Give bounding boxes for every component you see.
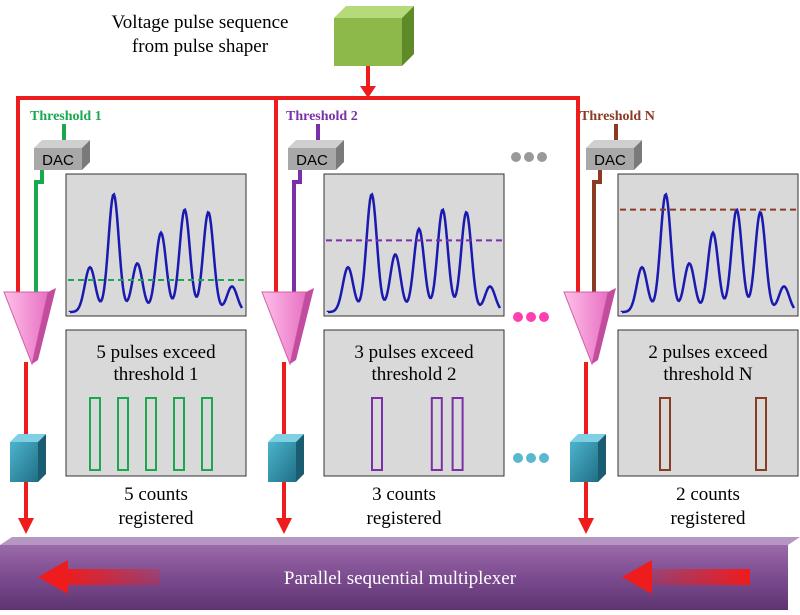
pulse-waveform (620, 192, 796, 314)
threshold-label: Threshold 1 (30, 109, 102, 124)
counts-line-2: registered (671, 508, 746, 529)
count-bar (173, 397, 185, 471)
counter-cube (570, 442, 598, 482)
counter-side (38, 434, 46, 482)
result-line-2: threshold 2 (372, 364, 457, 385)
source-label-line2: from pulse shaper (132, 36, 269, 57)
dac-label: DAC (42, 152, 74, 169)
counts-line-1: 5 counts (124, 484, 188, 505)
dac-box: DAC (34, 140, 90, 170)
pulse-waveform (68, 192, 244, 314)
dac-label: DAC (296, 152, 328, 169)
counts-line-2: registered (367, 508, 442, 529)
dac-box: DAC (288, 140, 344, 170)
mux-arrowhead (18, 518, 34, 534)
counter-top (570, 434, 606, 442)
count-bar (371, 397, 383, 471)
dac-output-wire (292, 170, 302, 292)
count-bar (451, 397, 464, 471)
mux-arrowhead (578, 518, 594, 534)
dac-label: DAC (594, 152, 626, 169)
counts-line-1: 2 counts (676, 484, 740, 505)
count-bar (145, 397, 157, 471)
count-bar (117, 397, 129, 471)
count-bar (201, 397, 213, 471)
dac-output-wire (34, 170, 44, 292)
counter-top (268, 434, 304, 442)
pulse-shaper-box (334, 6, 414, 66)
result-line-1: 3 pulses exceed (354, 342, 474, 363)
counter-cube (268, 442, 296, 482)
threshold-label: Threshold 2 (286, 109, 358, 124)
multiplexer-left-arrow (38, 560, 160, 594)
source-label-line1: Voltage pulse sequence (112, 12, 289, 33)
result-line-2: threshold N (663, 364, 752, 385)
comparator-side (290, 288, 314, 364)
count-bar (89, 397, 101, 471)
counter-cube (10, 442, 38, 482)
result-line-2: threshold 1 (114, 364, 199, 385)
comparator-side (592, 288, 616, 364)
threshold-label: Threshold N (580, 109, 655, 124)
bus-arrowhead (360, 86, 376, 98)
counter-side (296, 434, 304, 482)
dac-output-wire (592, 170, 602, 292)
counts-line-2: registered (119, 508, 194, 529)
multiplexer-right-arrow (622, 560, 750, 594)
comparator-side (32, 288, 56, 364)
count-bar (755, 397, 767, 471)
result-panel (617, 329, 799, 477)
multiplexer-label: Parallel sequential multiplexer (284, 568, 517, 589)
counter-side (598, 434, 606, 482)
dac-box: DAC (586, 140, 642, 170)
counter-top (10, 434, 46, 442)
result-line-1: 5 pulses exceed (96, 342, 216, 363)
ellipsis-gray (511, 152, 547, 162)
count-bar (430, 397, 443, 471)
counts-line-1: 3 counts (372, 484, 436, 505)
result-line-1: 2 pulses exceed (648, 342, 768, 363)
result-panel (323, 329, 505, 477)
ellipsis-teal (513, 453, 549, 463)
count-bar (659, 397, 671, 471)
ellipsis-pink (513, 312, 549, 322)
mux-arrowhead (276, 518, 292, 534)
pulse-waveform (326, 192, 502, 314)
